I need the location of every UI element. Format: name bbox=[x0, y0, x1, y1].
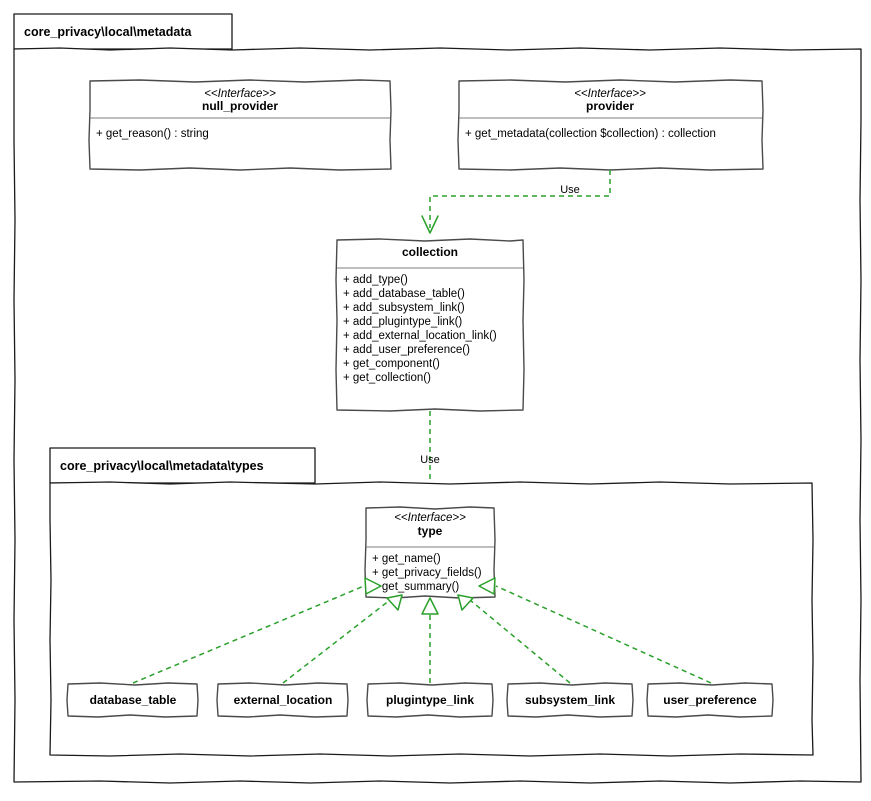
class-collection-frame bbox=[335, 238, 525, 412]
class-database-table-frame bbox=[66, 682, 199, 718]
class-type[interactable]: <<Interface>> type + get_name() + get_pr… bbox=[364, 506, 496, 599]
class-provider-member: + get_metadata(collection $collection) :… bbox=[465, 128, 716, 140]
class-provider-stereotype: <<Interface>> bbox=[574, 88, 646, 100]
class-plugintype-link[interactable]: plugintype_link bbox=[366, 682, 494, 718]
class-plugintype-link-name: plugintype_link bbox=[386, 693, 474, 707]
inner-package-label: core_privacy\local\metadata\types bbox=[60, 459, 264, 473]
inner-package-tab bbox=[49, 447, 316, 484]
edge-realization-database-table-line bbox=[132, 585, 365, 684]
edge-realization-subsystem-link-line bbox=[469, 599, 571, 684]
class-collection-member: + add_type() bbox=[343, 274, 408, 286]
edge-realization-plugintype-link-arrowhead bbox=[421, 597, 439, 615]
class-type-member: + get_privacy_fields() bbox=[372, 567, 482, 579]
edge-realization-plugintype-link[interactable] bbox=[421, 597, 439, 683]
class-user-preference-name: user_preference bbox=[663, 693, 757, 707]
class-null-provider-member: + get_reason() : string bbox=[96, 128, 209, 140]
class-collection-member: + get_component() bbox=[343, 358, 440, 370]
edge-realization-user-preference[interactable] bbox=[478, 577, 712, 684]
edge-realization-user-preference-arrowhead bbox=[478, 577, 496, 595]
edge-realization-database-table-arrowhead bbox=[364, 577, 382, 595]
edge-provider-uses-collection-label: Use bbox=[560, 184, 580, 196]
class-provider[interactable]: <<Interface>> provider + get_metadata(co… bbox=[457, 79, 764, 171]
edge-provider-uses-collection[interactable]: Use bbox=[421, 170, 611, 234]
class-collection-member: + add_subsystem_link() bbox=[343, 302, 465, 314]
edge-realization-external-location-arrowhead bbox=[386, 594, 403, 611]
outer-package-label: core_privacy\local\metadata bbox=[24, 25, 192, 39]
class-null-provider-stereotype: <<Interface>> bbox=[204, 88, 276, 100]
class-collection-member: + get_collection() bbox=[343, 372, 431, 384]
class-user-preference[interactable]: user_preference bbox=[646, 682, 774, 718]
class-subsystem-link-frame bbox=[506, 682, 634, 718]
class-provider-frame bbox=[457, 79, 764, 171]
class-database-table-name: database_table bbox=[90, 693, 177, 707]
outer-package-tab bbox=[13, 13, 233, 50]
edge-realization-database-table[interactable] bbox=[132, 577, 382, 684]
class-type-name: type bbox=[418, 524, 443, 538]
class-user-preference-frame bbox=[646, 682, 774, 718]
class-collection-member: + add_plugintype_link() bbox=[343, 316, 462, 328]
edge-provider-uses-collection-arrowhead bbox=[421, 215, 439, 234]
edge-realization-external-location[interactable] bbox=[282, 594, 403, 684]
class-database-table[interactable]: database_table bbox=[66, 682, 199, 718]
class-plugintype-link-frame bbox=[366, 682, 494, 718]
class-collection-member: + add_external_location_link() bbox=[343, 330, 497, 342]
class-subsystem-link-name: subsystem_link bbox=[525, 693, 615, 707]
class-null-provider-name: null_provider bbox=[202, 99, 278, 113]
edge-realization-external-location-line bbox=[282, 599, 391, 684]
class-provider-name: provider bbox=[586, 99, 634, 113]
edge-realization-user-preference-line bbox=[495, 585, 712, 684]
class-external-location-frame bbox=[216, 682, 349, 718]
edge-provider-uses-collection-line bbox=[429, 170, 611, 228]
edge-realization-subsystem-link-arrowhead bbox=[457, 594, 474, 611]
class-external-location-name: external_location bbox=[234, 693, 333, 707]
class-type-member: + get_name() bbox=[372, 553, 441, 565]
class-collection-name: collection bbox=[402, 245, 458, 259]
class-collection-member: + add_database_table() bbox=[343, 288, 465, 300]
class-type-member: + get_summary() bbox=[372, 581, 459, 593]
class-null-provider[interactable]: <<Interface>> null_provider + get_reason… bbox=[88, 79, 392, 171]
edge-realization-subsystem-link[interactable] bbox=[457, 594, 571, 684]
class-collection[interactable]: collection + add_type() + add_database_t… bbox=[335, 238, 525, 412]
class-external-location[interactable]: external_location bbox=[216, 682, 349, 718]
class-subsystem-link[interactable]: subsystem_link bbox=[506, 682, 634, 718]
class-collection-member: + add_user_preference() bbox=[343, 344, 470, 356]
class-type-stereotype: <<Interface>> bbox=[394, 512, 466, 524]
class-null-provider-frame bbox=[88, 79, 392, 171]
edge-collection-uses-type-label: Use bbox=[420, 454, 440, 466]
